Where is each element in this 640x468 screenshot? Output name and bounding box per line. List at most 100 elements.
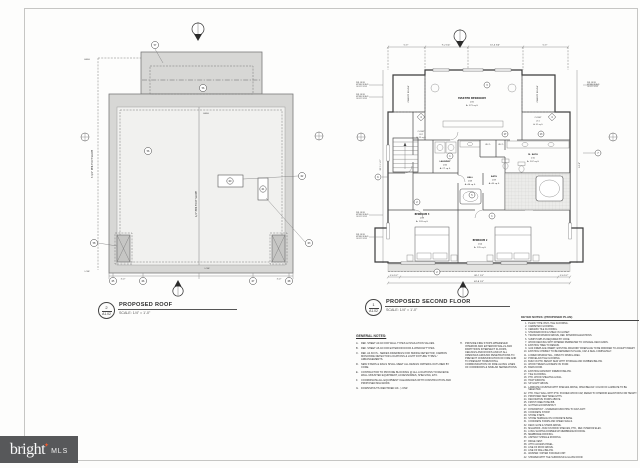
svg-text:A: 40 sq ft: A: 40 sq ft [489,182,500,185]
svg-text:204: 204 [478,244,483,246]
keyed-note-item: 2.CARPETED FLOORING. [525,325,555,328]
bright-mls-watermark: bright ✦ MLS [0,436,78,463]
svg-text:56: 56 [202,87,205,90]
keyed-note-item: 28.CONCRETE STOOP. [523,411,551,414]
svg-text:65: 65 [112,280,115,283]
general-notes-right-column: H.PROVIDE FIRE STOPS WHEREVER INTERIOR A… [460,342,518,393]
master-furniture [430,83,517,128]
toilet [501,158,526,173]
svg-text:58: 58 [93,242,96,245]
svg-text:211: 211 [536,121,539,123]
general-note-item: A.REF. SHEET A0.02 FOR WALL TYPES & INSU… [356,341,435,345]
svg-text:A: 22 sq ft: A: 22 sq ft [416,136,425,139]
canopy-below-label: CANOPY BELOW [407,86,410,103]
keyed-note-item: 18.PTD. WOOD SHELVING & RAIL. [523,377,563,380]
detail-number: 2 [101,305,112,312]
svg-text:EXTERIOR FACE: EXTERIOR FACE [356,235,368,238]
keyed-note-item: 38.ATTIC ACCESS PANEL. [523,443,554,446]
lower-canopy-band [387,264,571,272]
dim-text: 2'-6 1/2" [560,275,569,277]
svg-text:HALL: HALL [467,177,474,179]
svg-text:210: 210 [531,158,536,160]
svg-text:206: 206 [443,165,448,167]
svg-text:A: 176 sq ft: A: 176 sq ft [474,246,486,249]
keyed-note-item: 36.ASPHALT SHINGLE ROOFING. [523,437,562,440]
keyed-note-item: 35.MEMBRANE ROOFING. [523,434,554,437]
svg-text:LAUNDRY: LAUNDRY [439,161,451,163]
sheet-number: A1.02 [369,309,378,313]
keyed-note-item: 17.TILE FLOORING. [523,373,547,376]
svg-text:OF EXT. STUD: OF EXT. STUD [356,98,368,100]
keyed-note-item: 25.FROST FREE HOSE BIB. [523,402,555,405]
keyed-note-item: 8.EXISTING TREE TO REMAIN. [525,345,560,348]
svg-text:DIM. FROM: DIM. FROM [356,234,365,236]
svg-text:CLOSET: CLOSET [535,117,543,119]
svg-text:208: 208 [468,181,473,183]
svg-text:5: 5 [471,194,473,197]
svg-text:203: 203 [420,218,425,220]
canopy-below-label: CANOPY BELOW [536,86,539,103]
dim-text: 30'-11 1/2" [380,159,382,170]
svg-text:60: 60 [229,180,232,183]
svg-text:OF EXT. STUD: OF EXT. STUD [356,238,368,240]
roof-plan-scale: SCALE: 1/4" = 1'-0" [119,311,151,315]
keyed-notes: KEYED NOTES: (PROPOSED PLAN) 1.PLANK TYP… [521,315,639,460]
general-notes-title: GENERAL NOTES: [356,334,387,338]
keyed-notes-list: 1.PLANK TYPE VINYL TILE FLOORING.2.CARPE… [521,323,639,460]
keyed-note-item: 16.EXISTING MASONRY FIREBOX BELOW. [523,370,572,373]
svg-text:3: 3 [486,84,488,87]
dim-text: 10'-6 3/4" [490,45,500,47]
star-icon: ✦ [44,442,50,449]
svg-text:A: 27 sq ft: A: 27 sq ft [440,167,451,170]
keyed-note-item: 19.HIGH WINDOW. [523,380,546,383]
keyed-note-item: 14.WOOD TREADS & RISERS ON STAIR. [523,364,569,367]
keyed-note-item: 9.GAS FIREPLACE INSERT, EXISTING MASONRY… [525,348,636,351]
keyed-note-item: 30.STONE TERRACE ON CONCRETE BASE. [523,418,573,421]
keyed-note-item: 22.PTD. HALF WALL WITH PTD. STAINED WOOD… [523,392,637,395]
north-arrow-icon [453,29,467,48]
svg-text:2: 2 [436,271,438,274]
svg-text:4: 4 [551,116,553,119]
svg-text:1: 1 [449,155,451,158]
svg-text:A: 107 sq ft: A: 107 sq ft [527,160,539,163]
roof-corner-posts [114,232,288,265]
keyed-note-item: 3.CERAMIC TILE FLOORING. [525,329,558,331]
top-dimension-line [386,45,570,70]
svg-text:EXTERIOR FACE: EXTERIOR FACE [356,213,368,216]
general-note-item: E.CONTRACTOR TO PROVIDE BLOCKING @ ALL L… [356,371,449,378]
keyed-note-item: 1.PLANK TYPE VINYL TILE FLOORING. [525,322,569,325]
svg-text:DIM. FROM: DIM. FROM [356,94,365,96]
detail-number: 1 [368,302,379,309]
svg-text:4: 4 [420,116,422,119]
room-labels: MASTER BEDROOM 205 A: 273 sq ft CLOSET 2… [415,96,543,249]
svg-text:13: 13 [540,133,543,136]
keyed-note-item: 12.PORCELAIN TILE FLOORING. [523,357,561,360]
roof-keynote-bubbles: 57 56 56 60 61 62 63 58 65 66 67 68 [90,41,313,285]
svg-text:DIM. FROM: DIM. FROM [356,82,365,84]
bottom-dimension-lines [386,275,572,285]
sheet-number: A1.02 [102,312,111,316]
floor-plan-titleblock: 1 A1.02 PROPOSED SECOND FLOOR SCALE: 1/4… [365,299,510,316]
svg-text:1: 1 [491,215,493,218]
bed [486,226,540,262]
keyed-note-item: 26.GUTTER & DOWNSPOUT. [523,405,557,408]
keyed-note-item: 32.DECK GATE & STAIRS ABOVE. [523,424,562,427]
keyed-notes-title: KEYED NOTES: (PROPOSED PLAN) [521,315,639,321]
roof-dimension-lines [97,57,294,279]
keyed-note-item: 42.SHOWER WITH TILE SURROUND & GLASS DOO… [523,456,584,459]
roof-dim: 3'-0" [121,279,126,281]
svg-text:68: 68 [288,280,291,283]
svg-text:67: 67 [252,280,255,283]
svg-text:57: 57 [154,44,157,47]
dim-text: 43'-8 1/2" [474,281,484,283]
svg-text:62: 62 [301,175,304,178]
general-note-item: F.COORDINATE ALL EQUIPMENT CLEARANCES WI… [356,379,451,386]
keyed-note-item: 21.LAMINATE COUNTER WITH SHELVES ABOVE, … [523,386,627,392]
brand-suffix: MLS [51,448,69,455]
keyed-note-item: 29.STONE STEPS. [523,414,545,417]
svg-text:EXTERIOR FACE: EXTERIOR FACE [356,83,368,86]
dim-text: 5'-3" [543,45,548,47]
stairs [392,137,419,173]
general-note-item: G.DOWNSPOUTS IDENTIFIED AS: ◇ DS# [356,387,408,391]
